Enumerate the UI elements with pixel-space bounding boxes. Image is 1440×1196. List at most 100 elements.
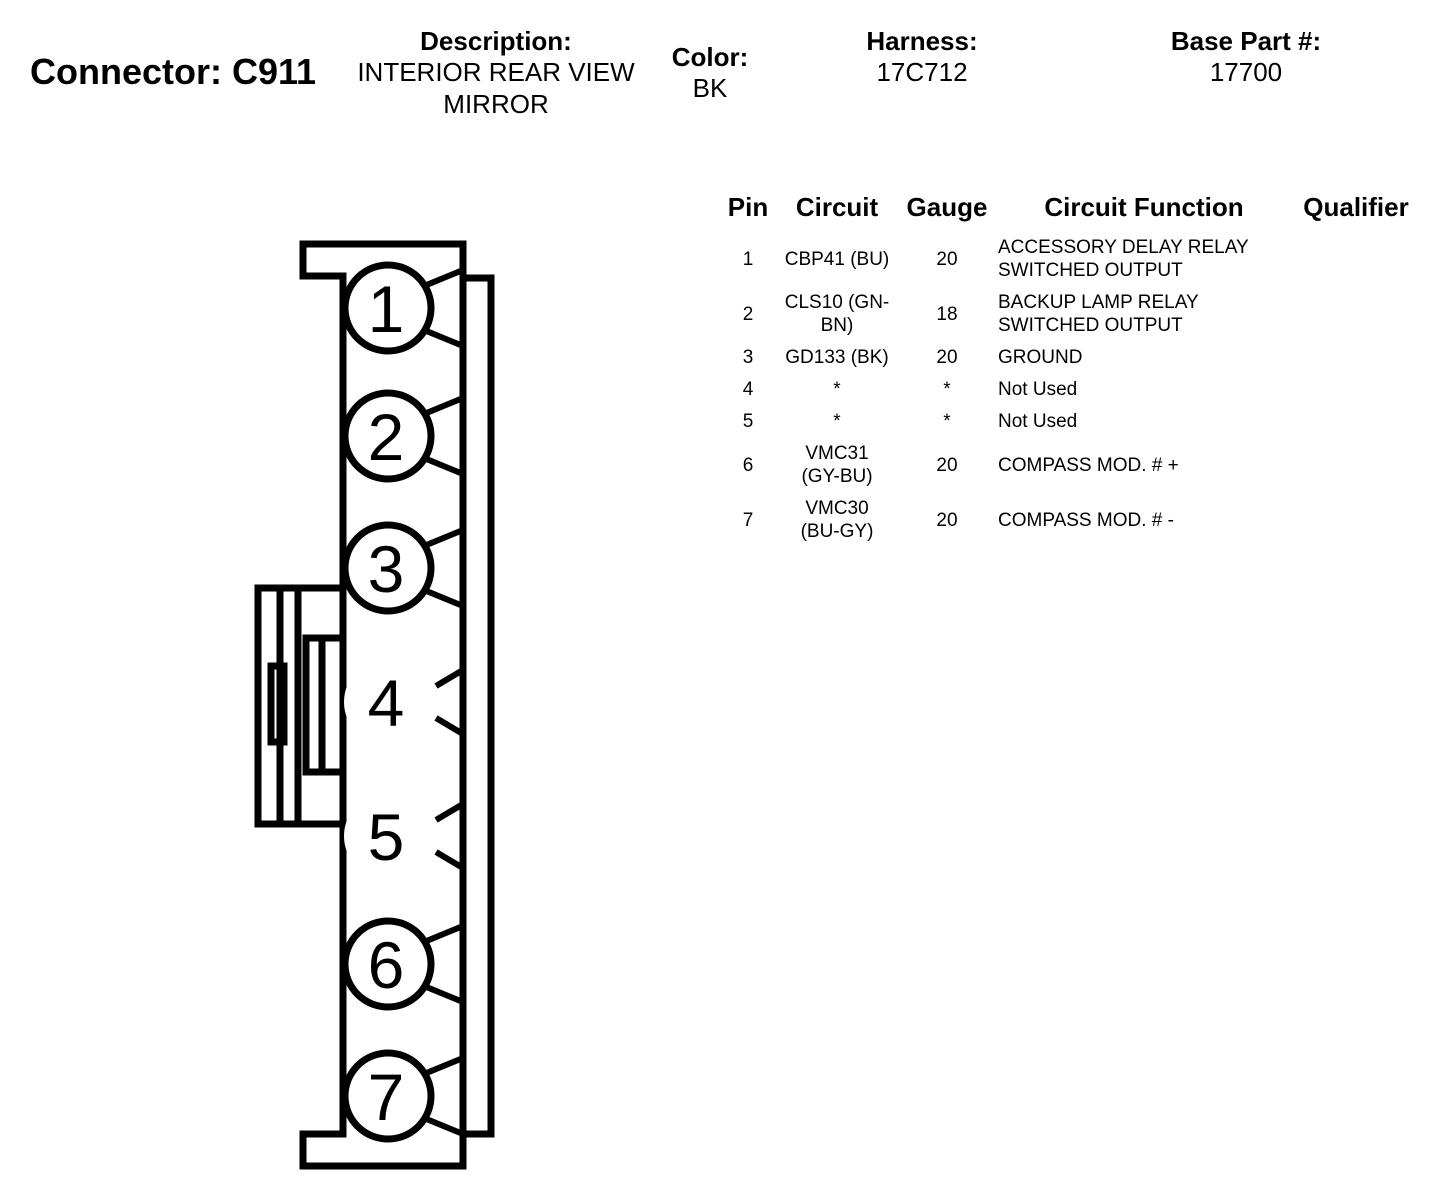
pin-number-label: 6 xyxy=(368,928,405,1002)
gauge-cell: 20 xyxy=(900,232,994,287)
column-header-circuit-function: Circuit Function xyxy=(1044,192,1244,222)
pin-latch-line xyxy=(422,1115,465,1137)
qualifier-cell xyxy=(1294,374,1418,406)
pin-cell-text: 3 xyxy=(742,347,754,368)
table-row: 4**Not Used xyxy=(722,374,1418,406)
circuit-cell-text: CBP41 (BU) xyxy=(784,248,890,270)
connector-title: Connector: C911 xyxy=(30,51,317,92)
circuit-cell: VMC31(GY-BU) xyxy=(774,438,900,493)
pin-cell: 3 xyxy=(722,342,774,374)
gauge-cell: 20 xyxy=(900,493,994,548)
pin-cell: 4 xyxy=(722,374,774,406)
circuit-function-cell-text: COMPASS MOD. # + xyxy=(998,454,1179,476)
pin-cell-text: 5 xyxy=(742,411,754,432)
description-value-line1: INTERIOR REAR VIEW xyxy=(357,57,635,87)
circuit-cell: CBP41 (BU) xyxy=(774,232,900,287)
pin-circle xyxy=(341,917,435,1011)
pin-circle xyxy=(341,261,435,355)
pin-cavity-group: 1 2 3 4 5 6 7 xyxy=(341,261,465,1143)
pin-latch-line xyxy=(434,667,465,689)
table-row: 7 VMC30(BU-GY) 20 COMPASS MOD. # - xyxy=(722,493,1418,548)
pin-latch-line xyxy=(422,983,465,1005)
circuit-function-cell: COMPASS MOD. # + xyxy=(994,438,1294,493)
gauge-cell-text: 18 xyxy=(936,303,958,325)
pin-latch-line xyxy=(422,327,465,349)
pin-cell-text: 7 xyxy=(742,509,754,531)
column-header-pin: Pin xyxy=(727,192,769,222)
qualifier-cell xyxy=(1294,493,1418,548)
circuit-function-cell-text: Not Used xyxy=(998,379,1078,400)
pin-number-label: 1 xyxy=(368,272,405,346)
pin-latch-line xyxy=(422,1055,465,1077)
circuit-cell: VMC30(BU-GY) xyxy=(774,493,900,548)
circuit-function-cell: GROUND xyxy=(994,342,1294,374)
circuit-cell-text: CLS10 (GN- xyxy=(784,292,890,313)
circuit-cell-text: GD133 (BK) xyxy=(785,347,889,368)
column-header-qualifier: Qualifier xyxy=(1303,192,1409,222)
gauge-cell-text: 20 xyxy=(936,248,958,270)
pin-latch-line xyxy=(422,923,465,945)
circuit-cell: GD133 (BK) xyxy=(774,342,900,374)
pin-cavity-6: 6 xyxy=(341,917,465,1011)
gauge-cell: * xyxy=(900,406,994,438)
circuit-cell: CLS10 (GN-BN) xyxy=(774,287,900,342)
pin-cell: 1 xyxy=(722,232,774,287)
table-header-row: Pin Circuit Gauge Circuit Function Quali… xyxy=(722,192,1418,232)
circuit-cell-text: (BU-GY) xyxy=(800,521,874,542)
qualifier-cell xyxy=(1294,406,1418,438)
pin-cell-text: 1 xyxy=(742,248,754,270)
pin-latch-line xyxy=(434,849,465,871)
pin-cavity-1: 1 xyxy=(341,261,465,355)
circuit-cell-text: VMC30 xyxy=(805,498,869,519)
qualifier-cell xyxy=(1294,287,1418,342)
pin-cell: 6 xyxy=(722,438,774,493)
pin-number-label: 2 xyxy=(368,400,405,474)
circuit-function-cell-text: ACCESSORY DELAY RELAY xyxy=(998,237,1249,258)
circuit-cell: * xyxy=(774,374,900,406)
pin-latch-line xyxy=(434,801,465,823)
gauge-cell: 20 xyxy=(900,342,994,374)
gauge-cell: 18 xyxy=(900,287,994,342)
gauge-cell: * xyxy=(900,374,994,406)
pin-latch-line xyxy=(422,455,465,477)
circuit-cell-text: BN) xyxy=(820,315,854,336)
pin-latch-line xyxy=(422,587,465,609)
pin-cavity-7: 7 xyxy=(341,1049,465,1143)
gauge-cell-text: * xyxy=(943,379,951,400)
description-value-line2: MIRROR xyxy=(443,89,549,119)
circuit-function-cell-text: BACKUP LAMP RELAY xyxy=(998,292,1199,313)
pin-cell: 2 xyxy=(722,287,774,342)
pin-number-label: 5 xyxy=(368,800,405,874)
pin-circle xyxy=(341,389,435,483)
connector-face-diagram: 1 2 3 4 5 6 7 xyxy=(254,240,495,1170)
color-value: BK xyxy=(692,73,728,103)
pin-number-label: 3 xyxy=(368,532,405,606)
pin-number-label: 4 xyxy=(368,666,405,740)
connector-side-rail xyxy=(459,274,495,1138)
gauge-cell-text: 20 xyxy=(936,509,958,531)
circuit-function-cell-text: COMPASS MOD. # - xyxy=(998,509,1174,531)
base-part-block: Base Part #: 17700 xyxy=(1130,26,1362,88)
circuit-function-cell-text: SWITCHED OUTPUT xyxy=(998,315,1183,336)
pin-latch-line xyxy=(434,715,465,737)
qualifier-cell xyxy=(1294,438,1418,493)
circuit-function-cell-text: GROUND xyxy=(998,347,1083,368)
locking-tab-notch xyxy=(267,662,288,746)
pin-latch-line xyxy=(422,527,465,549)
color-block: Color: BK xyxy=(660,42,760,104)
pin-cell-text: 2 xyxy=(742,303,754,325)
pin-cavity-4: 4 xyxy=(344,658,465,746)
qualifier-cell xyxy=(1294,342,1418,374)
table-row: 5**Not Used xyxy=(722,406,1418,438)
pin-table: Pin Circuit Gauge Circuit Function Quali… xyxy=(722,192,1418,548)
description-label: Description: xyxy=(420,26,572,56)
harness-value: 17C712 xyxy=(876,57,968,87)
circuit-function-cell: COMPASS MOD. # - xyxy=(994,493,1294,548)
color-label: Color: xyxy=(671,42,749,72)
qualifier-cell xyxy=(1294,232,1418,287)
pin-cavity-5: 5 xyxy=(344,792,465,880)
